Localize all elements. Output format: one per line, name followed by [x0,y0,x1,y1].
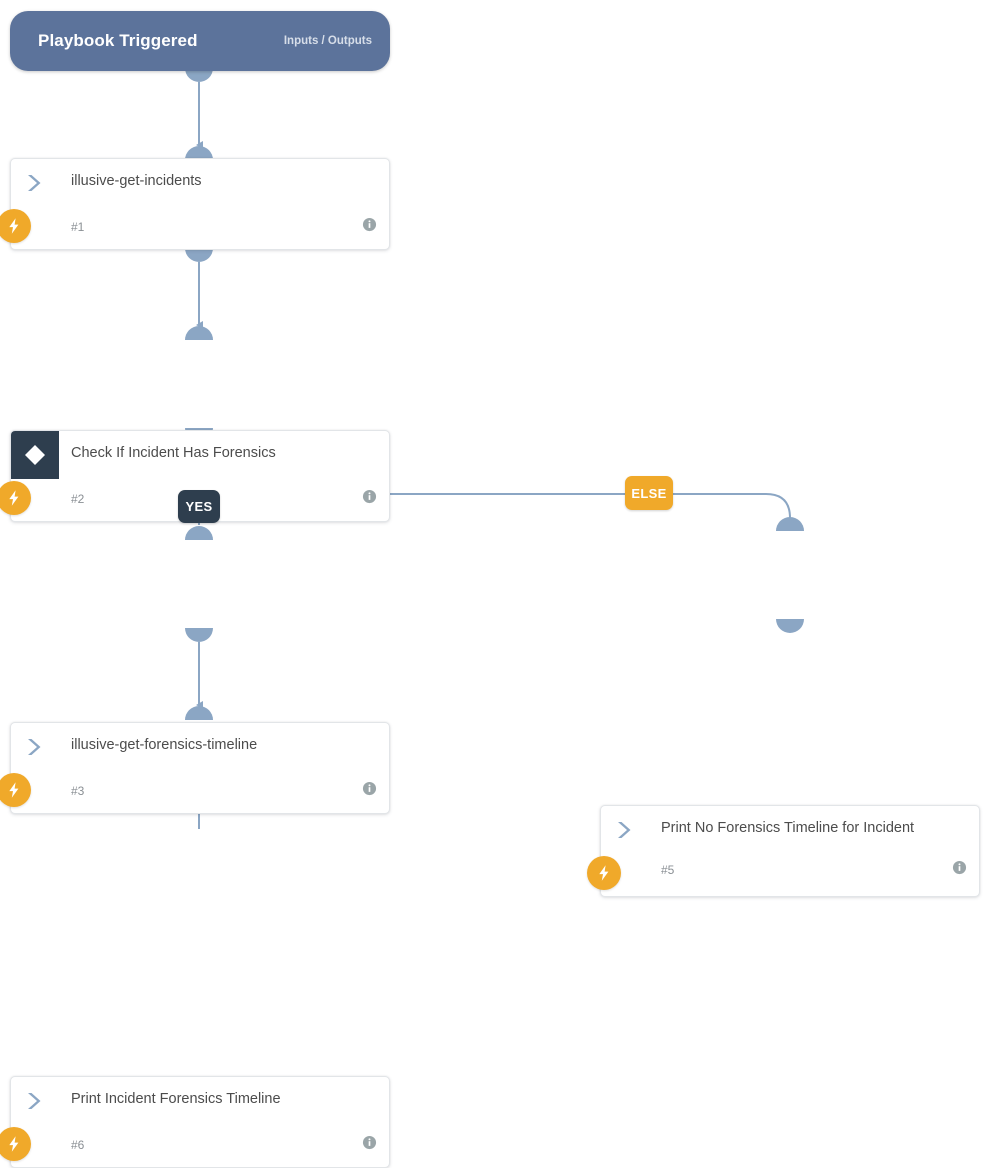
diamond-icon [11,431,59,479]
connector-layer [196,82,794,829]
card-footer: #1 [11,207,389,247]
info-icon[interactable] [362,781,377,801]
branch-label-yes[interactable]: YES [178,490,220,523]
chevron-right-icon [11,159,59,207]
card-header: illusive-get-incidents [11,159,389,207]
port-in-n6[interactable] [185,706,213,720]
card-footer: #6 [11,1125,389,1165]
node-title: illusive-get-forensics-timeline [71,737,258,753]
port-out-n1[interactable] [185,248,213,262]
port-in-n3[interactable] [185,526,213,540]
port-out-n3[interactable] [185,628,213,642]
card-header: Print No Forensics Timeline for Incident [601,806,979,854]
branch-else-text: ELSE [631,485,667,501]
node-ref: #3 [71,784,85,798]
lightning-bolt-icon[interactable] [0,209,31,243]
info-icon[interactable] [952,860,967,880]
node-ref: #2 [71,492,85,506]
info-icon[interactable] [362,489,377,509]
node-ref: #1 [71,220,85,234]
task-node-illusive-get-forensics-timeline[interactable]: illusive-get-forensics-timeline #3 [0,722,390,814]
chevron-right-icon [11,1077,59,1125]
node-title: illusive-get-incidents [71,173,202,189]
node-title: Print No Forensics Timeline for Incident [661,820,915,836]
info-icon[interactable] [362,217,377,237]
lightning-bolt-icon[interactable] [587,856,621,890]
card-footer: #3 [11,771,389,811]
node-ref: #5 [661,863,675,877]
task-node-illusive-get-incidents[interactable]: illusive-get-incidents #1 [0,158,390,250]
node-title: Print Incident Forensics Timeline [71,1091,281,1107]
trigger-title: Playbook Triggered [38,31,198,50]
card-footer: #2 [11,479,389,519]
port-out-n5[interactable] [776,619,804,633]
chevron-right-icon [11,723,59,771]
node-ref: #6 [71,1138,85,1152]
task-node-print-no-forensics-timeline-for-incident[interactable]: Print No Forensics Timeline for Incident… [587,805,980,897]
task-node-print-incident-forensics-timeline[interactable]: Print Incident Forensics Timeline #6 [0,1076,390,1168]
port-in-n1[interactable] [185,146,213,160]
chevron-right-icon [601,806,649,854]
card-header: Check If Incident Has Forensics [11,431,389,479]
card-header: Print Incident Forensics Timeline [11,1077,389,1125]
lightning-bolt-icon[interactable] [0,773,31,807]
branch-yes-text: YES [185,499,213,514]
trigger-inputs-outputs-link[interactable]: Inputs / Outputs [283,35,372,47]
card-footer: #5 [601,854,979,886]
lightning-bolt-icon[interactable] [0,481,31,515]
card-header: illusive-get-forensics-timeline [11,723,389,771]
info-icon[interactable] [362,1135,377,1155]
node-title: Check If Incident Has Forensics [71,445,276,461]
playbook-trigger-node[interactable]: Playbook Triggered Inputs / Outputs [10,11,390,71]
port-out-trigger[interactable] [185,68,213,82]
port-in-n2[interactable] [185,326,213,340]
branch-label-else[interactable]: ELSE [625,476,673,510]
